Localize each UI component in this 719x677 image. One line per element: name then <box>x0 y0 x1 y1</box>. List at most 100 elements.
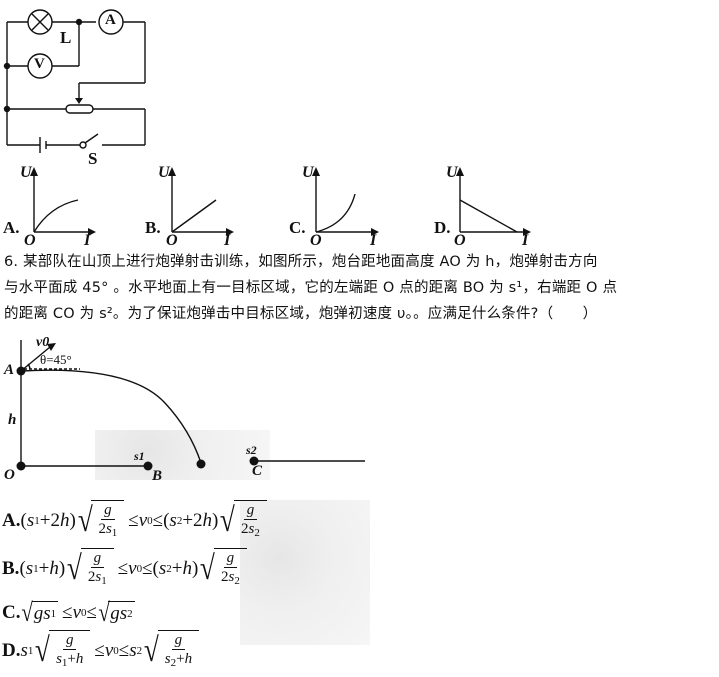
var-h: h <box>184 651 193 667</box>
plus: + <box>176 651 185 667</box>
var-s: s <box>105 521 112 537</box>
plus: + <box>171 558 183 579</box>
var-v: v <box>72 602 82 623</box>
sub: 2 <box>166 563 172 575</box>
numerator: g <box>90 550 105 568</box>
sub: 1 <box>101 575 107 587</box>
paren: ) <box>58 558 66 579</box>
var-h: h <box>49 558 59 579</box>
graph-d-y-label: U <box>446 164 458 181</box>
plus: + <box>182 510 194 531</box>
option-d-letter: D. <box>2 640 21 661</box>
var-v: v <box>128 558 137 579</box>
graph-d-plot <box>456 167 531 236</box>
leq: ≤ <box>152 510 164 531</box>
graph-option-d: U D. O I <box>425 162 545 249</box>
denominator: 2s1 <box>85 568 110 590</box>
leq: ≤ <box>94 640 105 661</box>
var-s: s <box>119 603 128 624</box>
s1-label: s1 <box>134 449 145 463</box>
num: 2 <box>221 569 229 585</box>
var-s: s <box>20 640 28 661</box>
paren: ) <box>192 558 199 579</box>
numerator: g <box>101 502 115 520</box>
graph-d-x-label: I <box>522 232 529 249</box>
var-s: s <box>26 510 35 531</box>
var-s: s <box>95 569 102 585</box>
leq: ≤ <box>118 640 130 661</box>
var-s: s <box>228 569 235 585</box>
var-g: g <box>33 603 44 624</box>
radical-icon: √ <box>143 632 159 669</box>
var-v: v <box>138 510 148 531</box>
sub: 1 <box>27 645 34 657</box>
paren: ( <box>163 510 170 531</box>
sub: 2 <box>176 515 183 527</box>
graph-c-y-label: U <box>302 164 314 181</box>
leq: ≤ <box>86 602 97 623</box>
graph-option-b: U B. O I <box>140 162 260 249</box>
radical-icon: √ <box>35 632 51 669</box>
graph-a-plot <box>30 167 96 236</box>
graph-c-plot <box>312 167 379 236</box>
var-s: s <box>164 651 171 667</box>
num: 2 <box>193 510 203 531</box>
var-h: h <box>59 510 70 531</box>
var-s: s <box>56 651 62 667</box>
point-c-label: C <box>252 463 263 479</box>
point-a-label: A <box>4 362 15 378</box>
graph-option-c: U C. O I <box>285 162 405 249</box>
denominator: 2s2 <box>238 520 263 542</box>
graph-b-plot <box>168 167 234 236</box>
numerator: g <box>62 632 77 650</box>
scan-background-patch <box>95 430 270 480</box>
voltmeter-label: V <box>34 56 45 72</box>
plus: + <box>38 558 50 579</box>
lamp-label: L <box>60 28 72 47</box>
radical-icon: √ <box>21 598 34 627</box>
trajectory-diagram <box>16 340 365 471</box>
numerator: g <box>243 502 258 520</box>
question-line-1: 6. 某部队在山顶上进行炮弹射击训练，如图所示，炮台距地面高度 AO 为 h，炮… <box>4 254 598 270</box>
plus: + <box>39 510 51 531</box>
num: 2 <box>87 569 96 585</box>
scan-background-patch-2 <box>240 500 370 645</box>
sub: 1 <box>61 657 68 669</box>
graph-a-x-label: I <box>84 232 91 249</box>
leq: ≤ <box>62 602 73 623</box>
graph-a-letter: A. <box>3 218 20 237</box>
var-h: h <box>182 558 193 579</box>
graph-b-y-label: U <box>158 164 170 181</box>
num: 2 <box>50 510 60 531</box>
sub: 1 <box>34 515 40 527</box>
question-line-3: 的距离 CO 为 s²。为了保证炮弹击中目标区域，炮弹初速度 υ。。应满足什么条… <box>4 306 598 322</box>
var-s: s <box>129 640 137 661</box>
var-s: s <box>43 603 51 624</box>
sub: 2 <box>234 575 240 587</box>
leq: ≤ <box>142 558 153 579</box>
sub: 2 <box>127 608 133 620</box>
sub: 1 <box>33 563 39 575</box>
radical-icon: √ <box>98 598 110 627</box>
num: 2 <box>241 521 249 537</box>
radical-icon: √ <box>67 550 83 587</box>
num: 2 <box>98 521 106 537</box>
graph-b-x-label: I <box>224 232 231 249</box>
option-b-letter: B. <box>2 558 20 579</box>
graph-d-origin: O <box>454 232 466 249</box>
paren: ( <box>19 558 26 579</box>
denominator: s1+h <box>53 650 86 672</box>
